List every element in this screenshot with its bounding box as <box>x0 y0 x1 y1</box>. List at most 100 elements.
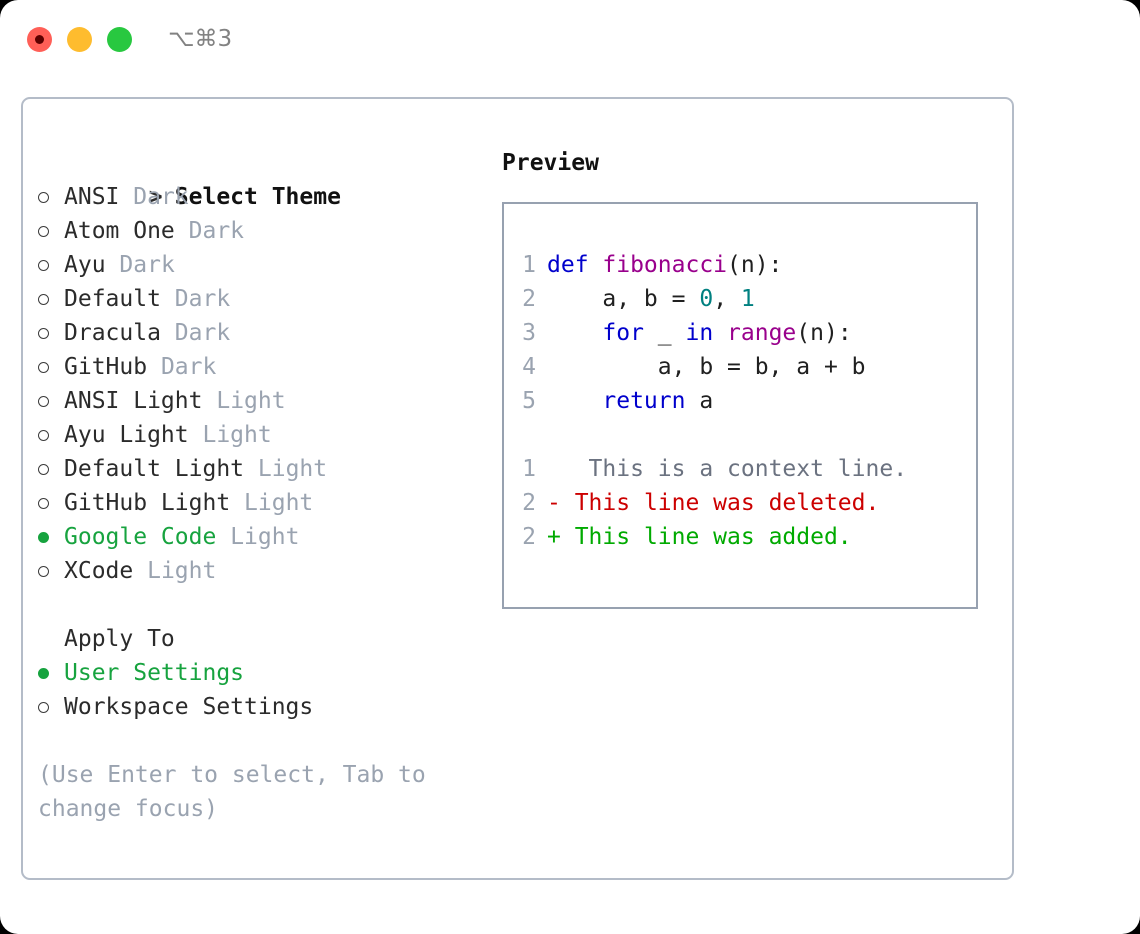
radio-selected-icon <box>38 520 64 554</box>
theme-variant-tag: Light <box>230 524 300 550</box>
diff-sign <box>547 456 561 482</box>
code-token: in <box>685 320 714 346</box>
radio-unselected-icon <box>38 214 64 248</box>
radio-dot <box>38 226 49 237</box>
diff-text: This line was added. <box>560 524 852 550</box>
code-token <box>547 320 602 346</box>
radio-unselected-icon <box>38 690 64 724</box>
code-token: return <box>602 388 686 414</box>
radio-dot <box>38 430 49 441</box>
theme-option-row[interactable]: Google Code Light <box>38 520 488 554</box>
theme-option-row[interactable]: ANSI Dark <box>38 180 488 214</box>
diff-line-number: 1 <box>522 456 536 482</box>
apply-to-option-label: User Settings <box>64 660 245 686</box>
radio-unselected-icon <box>38 554 64 588</box>
apply-to-option-row[interactable]: User Settings <box>38 656 488 690</box>
radio-dot <box>38 464 49 475</box>
radio-unselected-icon <box>38 180 64 214</box>
window-minimize-button[interactable] <box>67 27 92 52</box>
code-line: 4 a, b = b, a + b <box>516 350 966 384</box>
list-spacer <box>38 588 488 622</box>
theme-option-row[interactable]: GitHub Dark <box>38 350 488 384</box>
code-token: def <box>547 252 603 278</box>
theme-option-label: Default <box>64 286 161 312</box>
diff-line-number: 2 <box>522 490 536 516</box>
radio-unselected-icon <box>38 384 64 418</box>
code-line-number: 2 <box>522 286 536 312</box>
theme-option-label: GitHub <box>64 354 148 380</box>
theme-option-row[interactable]: GitHub Light Light <box>38 486 488 520</box>
apply-to-option-label: Workspace Settings <box>64 694 314 720</box>
theme-variant-tag: Dark <box>174 320 231 346</box>
radio-dot <box>38 396 49 407</box>
diff-text: This is a context line. <box>560 456 908 482</box>
theme-option-row[interactable]: Ayu Dark <box>38 248 488 282</box>
prompt-caret-icon: > <box>148 184 163 210</box>
code-token: a, b = <box>547 286 700 312</box>
theme-option-row[interactable]: ANSI Light Light <box>38 384 488 418</box>
theme-variant-tag: Light <box>147 558 217 584</box>
theme-option-row[interactable]: XCode Light <box>38 554 488 588</box>
theme-option-label: XCode <box>64 558 134 584</box>
radio-dot <box>38 566 49 577</box>
theme-variant-tag: Dark <box>174 286 231 312</box>
code-line-number: 3 <box>522 320 536 346</box>
diff-sign: - <box>547 490 561 516</box>
code-token: fibonacci <box>602 252 728 278</box>
theme-variant-tag: Light <box>216 388 286 414</box>
radio-dot <box>38 362 49 373</box>
theme-option-label: Dracula <box>64 320 161 346</box>
radio-unselected-icon <box>38 248 64 282</box>
apply-to-heading: Apply To <box>64 626 175 652</box>
preview-heading: Preview <box>502 150 599 176</box>
theme-variant-tag: Light <box>202 422 272 448</box>
diff-line: 2+ This line was added. <box>516 520 966 554</box>
window-maximize-button[interactable] <box>107 27 132 52</box>
select-theme-header-label: Select Theme <box>174 184 341 210</box>
code-token: 1 <box>740 286 755 312</box>
code-token: , <box>713 286 741 312</box>
radio-unselected-icon <box>38 316 64 350</box>
theme-option-label: Default Light <box>64 456 245 482</box>
theme-option-row[interactable]: Dracula Dark <box>38 316 488 350</box>
code-token: range <box>727 320 797 346</box>
theme-option-row[interactable]: Default Dark <box>38 282 488 316</box>
apply-to-option-row[interactable]: Workspace Settings <box>38 690 488 724</box>
radio-dot <box>38 498 49 509</box>
theme-option-label: Ayu <box>64 252 106 278</box>
code-line: 5 return a <box>516 384 966 418</box>
theme-option-label: Ayu Light <box>64 422 189 448</box>
radio-dot <box>38 668 49 679</box>
code-token: for <box>602 320 644 346</box>
code-token: (n): <box>796 320 852 346</box>
diff-line-number: 2 <box>522 524 536 550</box>
theme-variant-tag: Dark <box>160 354 217 380</box>
theme-option-row[interactable]: Atom One Dark <box>38 214 488 248</box>
code-token: a, b = b, a + b <box>547 354 866 380</box>
window-close-button[interactable] <box>27 27 52 52</box>
code-token: 0 <box>699 286 714 312</box>
theme-option-row[interactable]: Ayu Light Light <box>38 418 488 452</box>
radio-unselected-icon <box>38 282 64 316</box>
theme-option-label: Atom One <box>64 218 175 244</box>
theme-variant-tag: Dark <box>133 184 189 210</box>
theme-option-label: Google Code <box>64 524 217 550</box>
theme-option-label: ANSI Light <box>64 388 203 414</box>
recording-indicator-dot <box>35 35 44 44</box>
radio-dot <box>38 702 49 713</box>
code-line-number: 5 <box>522 388 536 414</box>
radio-unselected-icon <box>38 452 64 486</box>
radio-selected-icon <box>38 656 64 690</box>
diff-sample: 1 This is a context line. 2- This line wa… <box>516 452 966 554</box>
diff-line: 1 This is a context line. <box>516 452 966 486</box>
theme-option-row[interactable]: Default Light Light <box>38 452 488 486</box>
radio-dot <box>38 328 49 339</box>
code-token: a <box>685 388 714 414</box>
code-line-number: 4 <box>522 354 536 380</box>
